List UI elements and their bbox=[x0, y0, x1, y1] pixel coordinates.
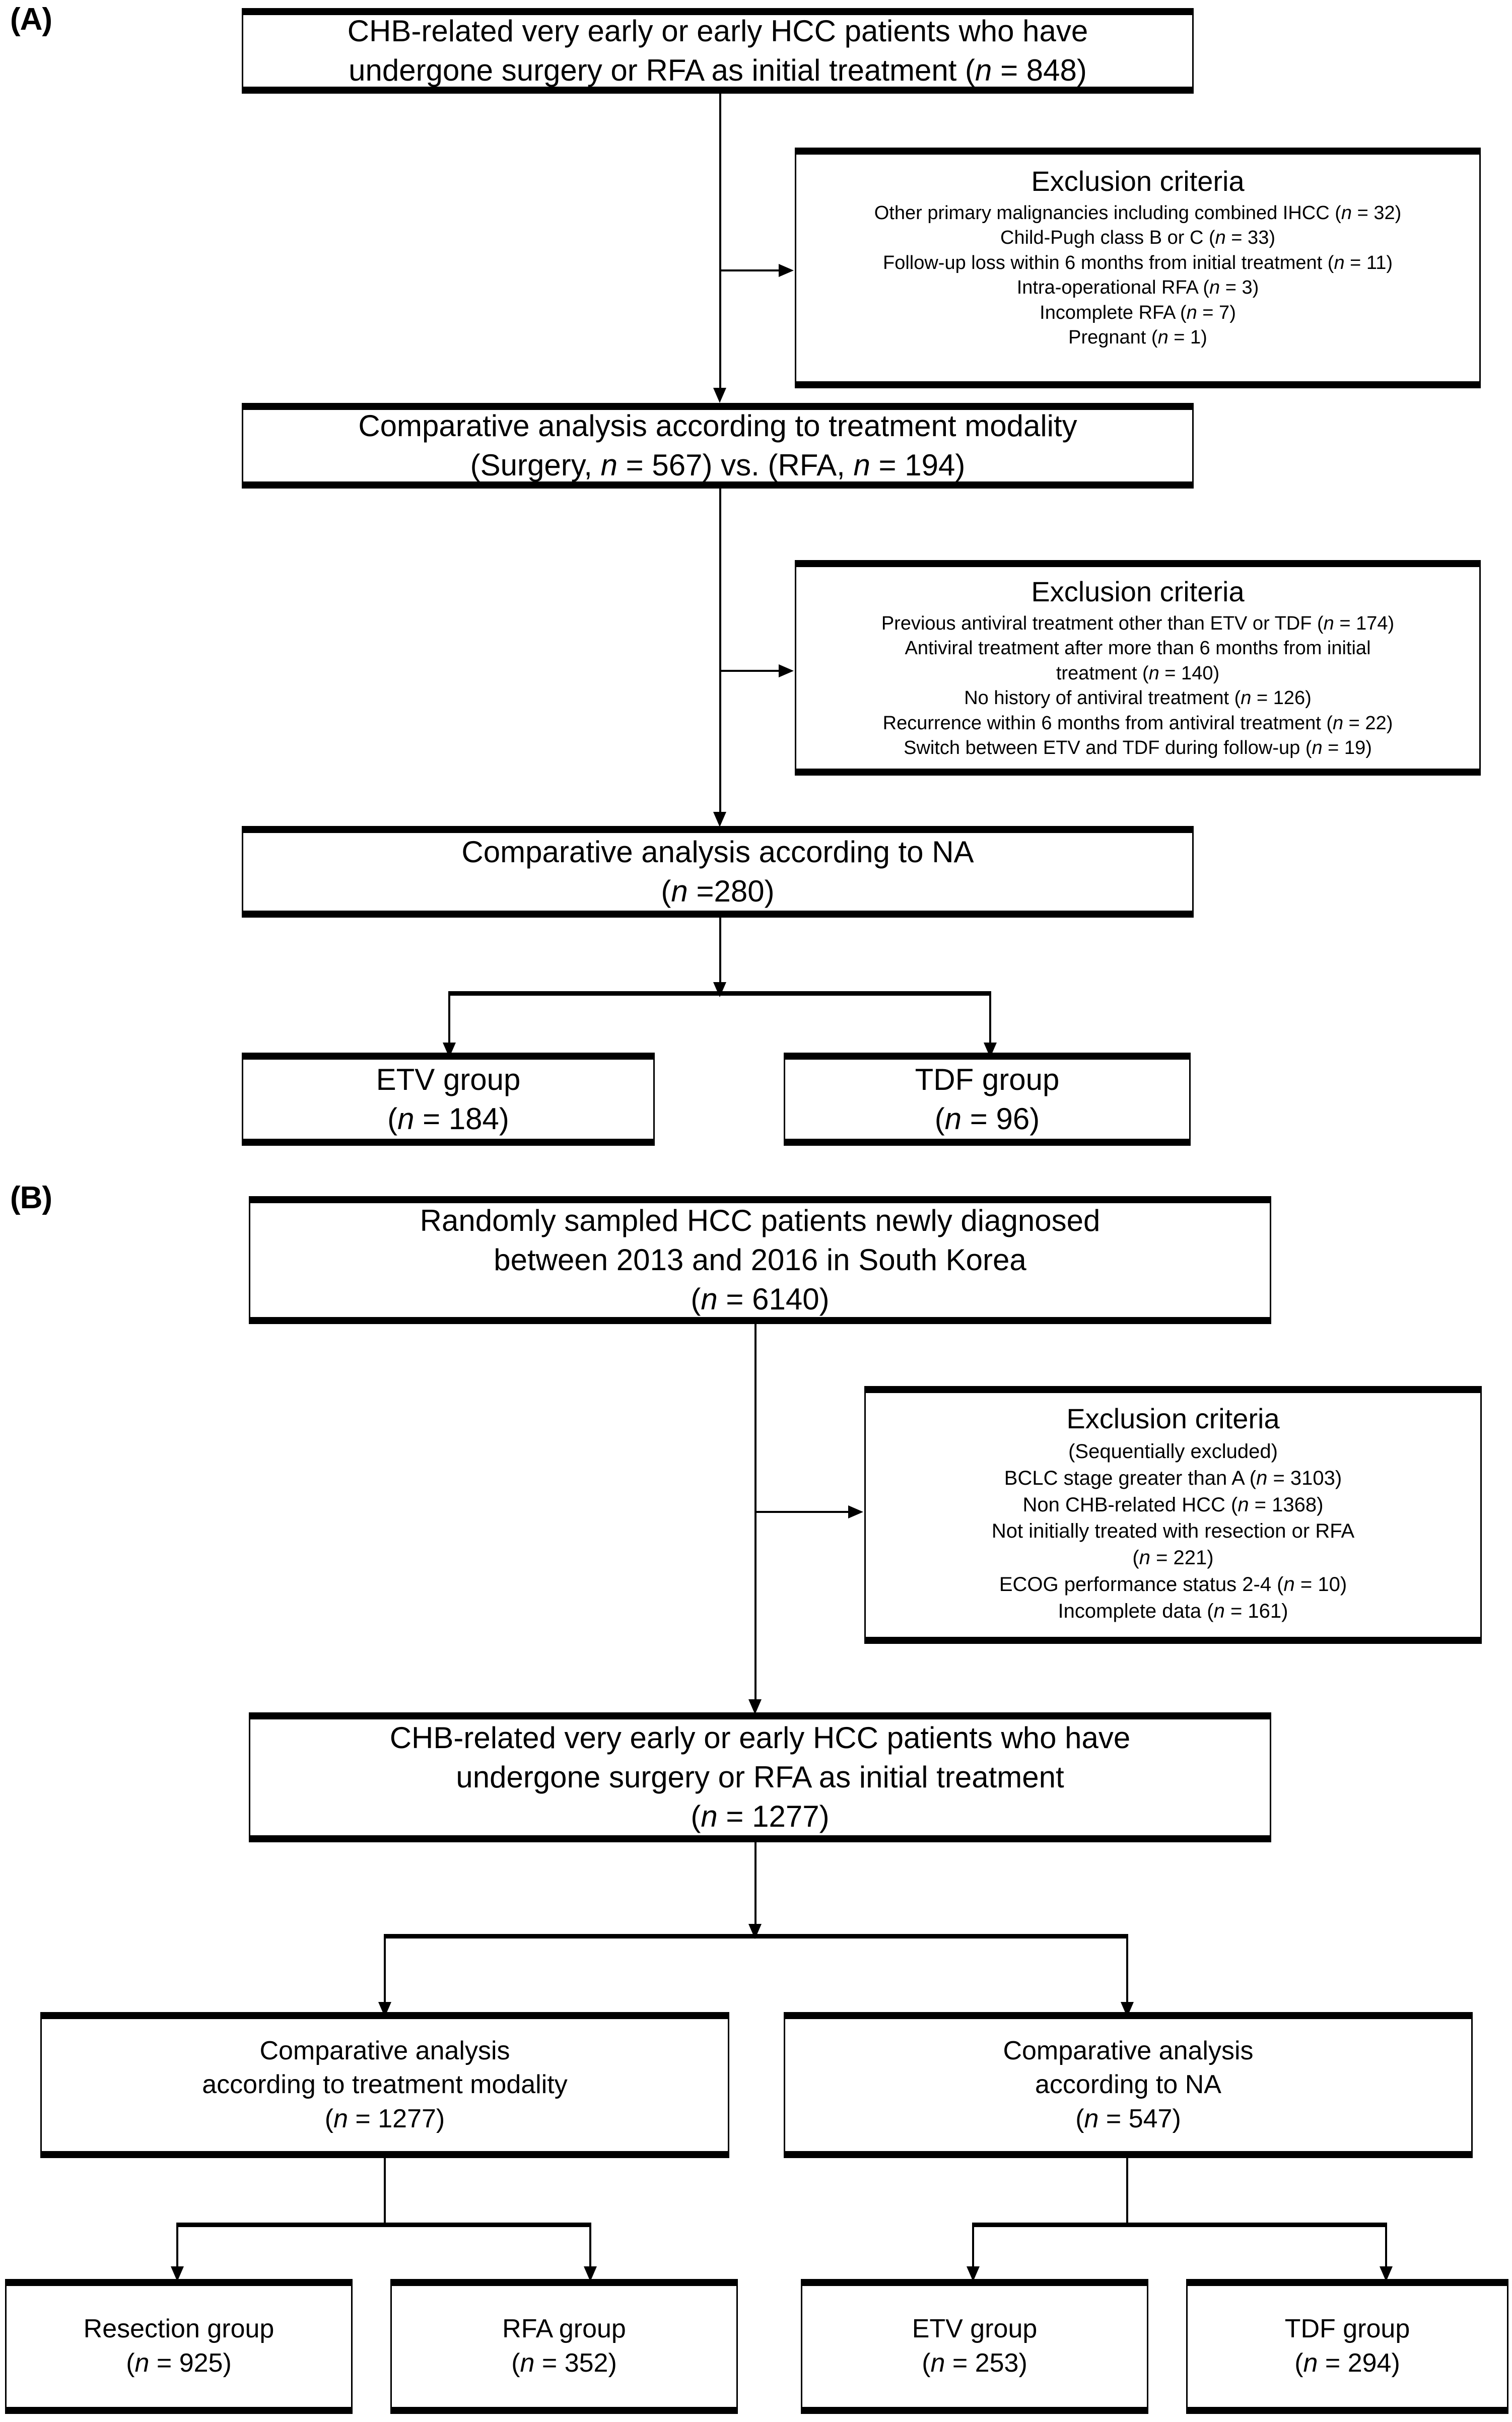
box-a-source-line-1: CHB-related very early or early HCC pati… bbox=[347, 14, 1088, 48]
box-a-exclusion-2: Exclusion criteria Previous antiviral tr… bbox=[795, 560, 1481, 776]
box-b-rfa-group: RFA group (n = 352) bbox=[390, 2279, 738, 2414]
box-b-etv-group-line-2: (n = 253) bbox=[922, 2348, 1027, 2378]
box-b-exclusion-item-4: Not initially treated with resection or … bbox=[991, 1520, 1355, 1543]
connector-b-split-bar bbox=[384, 1934, 1128, 1939]
arrowhead-b-exclusion bbox=[848, 1505, 863, 1518]
box-b-source-line-1: Randomly sampled HCC patients newly diag… bbox=[420, 1204, 1101, 1237]
box-a-exclusion-2-item-6: Switch between ETV and TDF during follow… bbox=[904, 737, 1372, 758]
box-a-exclusion-2-title: Exclusion criteria bbox=[1031, 576, 1245, 607]
connector-b-split-right bbox=[1126, 1934, 1128, 2015]
box-b-rfa-group-line-2: (n = 352) bbox=[511, 2348, 617, 2378]
box-a-exclusion-2-item-4: No history of antiviral treatment (n = 1… bbox=[964, 687, 1312, 709]
arrowhead-b-cohort bbox=[748, 1699, 762, 1714]
box-a-tdf-group-line-1: TDF group bbox=[915, 1062, 1060, 1096]
connector-b-tdf-drop bbox=[1385, 2223, 1387, 2278]
box-b-resection-group: Resection group (n = 925) bbox=[5, 2279, 353, 2414]
box-b-etv-group: ETV group (n = 253) bbox=[801, 2279, 1148, 2414]
box-b-na-line-2: according to NA bbox=[1035, 2070, 1221, 2100]
box-b-tdf-group-line-2: (n = 294) bbox=[1294, 2348, 1400, 2378]
box-a-source: CHB-related very early or early HCC pati… bbox=[242, 8, 1194, 94]
box-b-etv-group-line-1: ETV group bbox=[912, 2314, 1038, 2344]
box-b-modality-line-1: Comparative analysis bbox=[259, 2036, 510, 2065]
connector-a-split-right bbox=[989, 991, 991, 1055]
box-a-source-line-2: undergone surgery or RFA as initial trea… bbox=[349, 53, 1087, 87]
box-a-na-line-1: Comparative analysis according to NA bbox=[461, 835, 974, 869]
box-b-exclusion-item-2: BCLC stage greater than A (n = 3103) bbox=[1004, 1467, 1342, 1489]
box-a-tdf-group-line-2: (n = 96) bbox=[934, 1101, 1040, 1136]
box-b-cohort-line-2: undergone surgery or RFA as initial trea… bbox=[456, 1760, 1064, 1794]
connector-b-modality-down bbox=[384, 2158, 386, 2223]
box-a-modality-line-1: Comparative analysis according to treatm… bbox=[358, 409, 1077, 443]
box-a-exclusion-1: Exclusion criteria Other primary maligna… bbox=[795, 148, 1481, 388]
box-a-exclusion-1-item-1: Other primary malignancies including com… bbox=[874, 202, 1402, 224]
box-b-resection-group-line-2: (n = 925) bbox=[126, 2348, 232, 2378]
box-b-tdf-group-line-1: TDF group bbox=[1284, 2314, 1410, 2344]
box-a-exclusion-2-item-2: Antiviral treatment after more than 6 mo… bbox=[905, 638, 1371, 659]
box-b-na-line-3: (n = 547) bbox=[1075, 2104, 1181, 2133]
panel-a-label: (A) bbox=[10, 2, 52, 37]
connector-a-exclusion1 bbox=[719, 269, 781, 271]
connector-b-na-down bbox=[1126, 2158, 1128, 2223]
connector-b-resection-drop bbox=[176, 2223, 178, 2278]
arrowhead-a-exclusion2 bbox=[779, 664, 794, 677]
panel-b-label: (B) bbox=[10, 1181, 52, 1215]
connector-a-modality-to-na bbox=[719, 489, 721, 822]
connector-a-split-left bbox=[448, 991, 450, 1055]
box-b-cohort: CHB-related very early or early HCC pati… bbox=[249, 1712, 1271, 1842]
box-b-exclusion-item-6: ECOG performance status 2-4 (n = 10) bbox=[999, 1573, 1347, 1596]
box-a-exclusion-2-item-1: Previous antiviral treatment other than … bbox=[881, 613, 1395, 634]
box-b-na: Comparative analysis according to NA (n … bbox=[784, 2012, 1473, 2158]
connector-b-na-bar bbox=[972, 2223, 1387, 2227]
connector-b-cohort-down bbox=[754, 1842, 757, 1934]
box-a-etv-group-line-2: (n = 184) bbox=[387, 1101, 509, 1136]
box-a-modality: Comparative analysis according to treatm… bbox=[242, 403, 1194, 489]
box-a-exclusion-1-item-3: Follow-up loss within 6 months from init… bbox=[883, 252, 1393, 273]
connector-b-modality-bar bbox=[176, 2223, 591, 2227]
connector-a-exclusion2 bbox=[719, 670, 781, 672]
box-a-etv-group-line-1: ETV group bbox=[376, 1062, 521, 1096]
box-b-exclusion-item-3: Non CHB-related HCC (n = 1368) bbox=[1022, 1493, 1324, 1516]
box-b-tdf-group: TDF group (n = 294) bbox=[1186, 2279, 1508, 2414]
box-b-cohort-line-3: (n = 1277) bbox=[691, 1800, 830, 1833]
connector-b-split-left bbox=[384, 1934, 386, 2015]
box-a-exclusion-2-item-3: treatment (n = 140) bbox=[1056, 662, 1220, 684]
box-b-rfa-group-line-1: RFA group bbox=[502, 2314, 626, 2344]
connector-b-exclusion bbox=[754, 1511, 850, 1513]
box-b-modality-line-3: (n = 1277) bbox=[324, 2104, 445, 2133]
connector-a-split-bar bbox=[448, 991, 991, 996]
box-a-tdf-group: TDF group (n = 96) bbox=[784, 1053, 1191, 1146]
box-b-cohort-line-1: CHB-related very early or early HCC pati… bbox=[389, 1721, 1131, 1755]
arrowhead-a-modality bbox=[713, 388, 726, 403]
box-b-exclusion-item-7: Incomplete data (n = 161) bbox=[1058, 1600, 1288, 1622]
box-a-exclusion-1-title: Exclusion criteria bbox=[1031, 165, 1245, 197]
box-a-na-line-2: (n =280) bbox=[661, 874, 775, 908]
box-a-exclusion-1-item-4: Intra-operational RFA (n = 3) bbox=[1016, 277, 1259, 299]
box-b-source: Randomly sampled HCC patients newly diag… bbox=[249, 1196, 1271, 1324]
arrowhead-a-exclusion1 bbox=[779, 264, 794, 277]
box-b-resection-group-line-1: Resection group bbox=[83, 2314, 274, 2344]
box-b-exclusion-item-1: (Sequentially excluded) bbox=[1068, 1440, 1278, 1463]
box-b-source-line-3: (n = 6140) bbox=[691, 1282, 830, 1316]
box-b-exclusion-item-5: (n = 221) bbox=[1132, 1547, 1214, 1569]
box-a-exclusion-2-item-5: Recurrence within 6 months from antivira… bbox=[882, 712, 1393, 734]
box-b-exclusion-title: Exclusion criteria bbox=[1066, 1403, 1280, 1434]
box-a-modality-line-2: (Surgery, n = 567) vs. (RFA, n = 194) bbox=[470, 448, 966, 482]
connector-b-source-to-cohort bbox=[754, 1324, 757, 1710]
box-a-exclusion-1-item-5: Incomplete RFA (n = 7) bbox=[1040, 302, 1236, 323]
box-a-exclusion-1-item-2: Child-Pugh class B or C (n = 33) bbox=[1000, 227, 1275, 249]
connector-a-source-to-modality bbox=[719, 94, 721, 398]
connector-a-na-down bbox=[719, 918, 721, 992]
box-b-modality-line-2: according to treatment modality bbox=[202, 2070, 568, 2100]
box-a-etv-group: ETV group (n = 184) bbox=[242, 1053, 655, 1146]
box-a-na: Comparative analysis according to NA (n … bbox=[242, 826, 1194, 918]
box-a-exclusion-1-item-6: Pregnant (n = 1) bbox=[1068, 326, 1207, 348]
arrowhead-a-na bbox=[713, 812, 726, 827]
connector-b-etv-drop bbox=[972, 2223, 974, 2278]
connector-b-rfa-drop bbox=[589, 2223, 591, 2278]
box-b-source-line-2: between 2013 and 2016 in South Korea bbox=[494, 1243, 1026, 1277]
box-b-exclusion: Exclusion criteria (Sequentially exclude… bbox=[864, 1386, 1482, 1644]
box-b-modality: Comparative analysis according to treatm… bbox=[40, 2012, 729, 2158]
box-b-na-line-1: Comparative analysis bbox=[1003, 2036, 1254, 2065]
